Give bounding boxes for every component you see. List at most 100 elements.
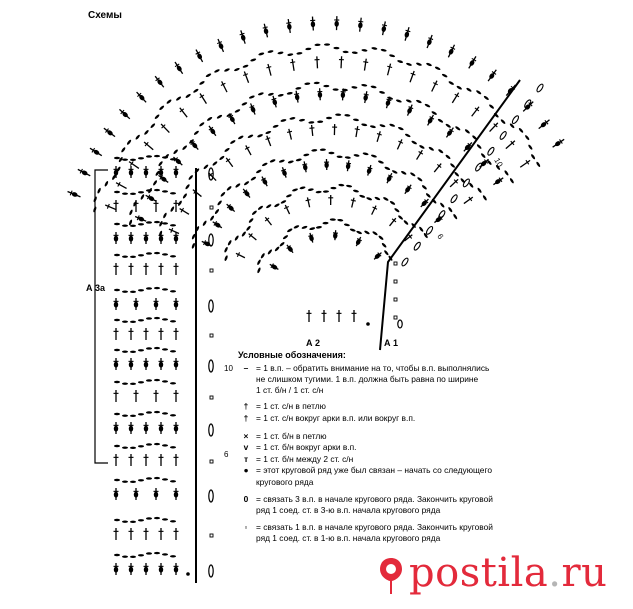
chain-mark: [207, 116, 213, 121]
stitch-stem: [389, 217, 397, 227]
stitch-dot: [113, 361, 119, 368]
chain-mark: [487, 160, 492, 165]
legend-symbol: ●: [243, 465, 249, 476]
stitch-dot: [173, 566, 179, 573]
chain-mark: [146, 552, 152, 555]
stitch-symbol: [345, 160, 352, 172]
stitch-bar: [271, 97, 277, 101]
stitch-symbol: [143, 232, 149, 244]
chain-mark: [303, 153, 310, 157]
stitch-dot: [143, 566, 149, 573]
legend-item: ●= этот круговой ряд уже был связан – на…: [238, 465, 568, 476]
chain-mark: [122, 192, 128, 195]
stitch-symbol: [153, 488, 159, 500]
stitch-bar: [174, 63, 180, 68]
chain-mark: [428, 146, 434, 151]
start-loop-mark: [511, 115, 520, 125]
start-chain-mark: [209, 268, 214, 273]
stitch-bar: [220, 82, 226, 86]
stitch-bar: [498, 177, 503, 183]
chain-mark: [406, 62, 412, 66]
chain-mark: [138, 289, 144, 292]
stitch-bar: [510, 140, 515, 146]
start-chain-mark: [209, 459, 214, 464]
chain-mark: [154, 378, 160, 382]
stitch-stem: [221, 81, 228, 93]
stitch-symbol: [134, 215, 147, 222]
chain-mark: [122, 480, 128, 483]
chain-mark: [389, 123, 396, 127]
chain-mark: [369, 125, 376, 129]
chain-mark: [292, 188, 298, 192]
stitch-symbol: [271, 95, 278, 108]
stitch-symbol: [113, 328, 119, 340]
stitch-symbol: [493, 177, 504, 186]
stitch-symbol: [538, 119, 550, 130]
chain-mark: [154, 410, 160, 414]
stitch-symbol: [173, 390, 179, 402]
start-loop-mark: [475, 162, 483, 172]
chain-mark: [416, 99, 422, 104]
stitch-dot: [128, 361, 134, 368]
legend-text-continued: ряд 1 соед. ст. в 1-ю в.п. начала кругов…: [256, 533, 441, 544]
stitch-symbol: [174, 61, 184, 75]
stitch-bar: [544, 120, 549, 125]
chain-mark: [138, 413, 144, 416]
chain-mark: [455, 126, 461, 131]
stitch-bar: [69, 190, 73, 196]
chain-mark: [337, 218, 344, 222]
chain-mark: [170, 555, 176, 558]
stitch-stem: [291, 58, 295, 71]
stitch-symbol: [416, 149, 424, 160]
chain-mark: [398, 215, 403, 220]
label-a2: А 2: [306, 338, 321, 348]
chain-mark: [287, 53, 294, 56]
chain-mark: [403, 220, 409, 225]
chain-mark: [460, 178, 465, 184]
stitch-symbol: [113, 390, 119, 402]
chain-mark: [411, 140, 417, 145]
chain-mark: [138, 479, 144, 482]
chain-mark: [383, 197, 389, 201]
stitch-symbol: [158, 563, 164, 575]
chain-mark: [193, 88, 199, 93]
chain-mark: [379, 124, 386, 128]
chain-mark: [122, 320, 128, 323]
stitch-symbol: [286, 244, 294, 254]
stitch-symbol: [173, 156, 183, 166]
stitch-symbol: [154, 75, 165, 88]
stitch-symbol: [463, 196, 474, 205]
stitch-symbol: [153, 390, 159, 402]
stitch-dot: [133, 491, 139, 498]
chain-mark: [319, 148, 326, 151]
chain-mark: [454, 171, 459, 177]
stitch-symbol: [158, 454, 164, 466]
stitch-bar: [418, 151, 424, 155]
stitch-symbol: [217, 38, 225, 53]
chain-mark: [405, 99, 412, 103]
chain-mark: [295, 158, 302, 162]
stitch-symbol: [143, 358, 149, 370]
stitch-dot: [489, 73, 495, 79]
chain-mark: [170, 192, 176, 195]
stitch-symbol: [328, 194, 334, 206]
chain-mark: [500, 119, 506, 124]
stitch-symbol: [404, 234, 413, 242]
chain-mark: [130, 414, 136, 418]
chain-mark: [170, 320, 176, 323]
stitch-stem: [266, 135, 272, 147]
stitch-stem: [316, 56, 319, 69]
stitch-symbol: [447, 44, 456, 58]
stitch-symbol: [376, 131, 382, 143]
stitch-symbol: [113, 454, 119, 466]
stitch-stem: [264, 216, 273, 226]
stitch-bar: [117, 181, 121, 187]
stitch-dot: [427, 117, 433, 124]
chain-mark: [322, 190, 329, 193]
chain-mark: [146, 517, 152, 520]
chain-mark: [226, 186, 232, 191]
stitch-symbol: [355, 236, 362, 247]
chain-mark: [122, 382, 128, 385]
stitch-bar: [483, 159, 489, 164]
stitch-symbol: [427, 114, 435, 126]
